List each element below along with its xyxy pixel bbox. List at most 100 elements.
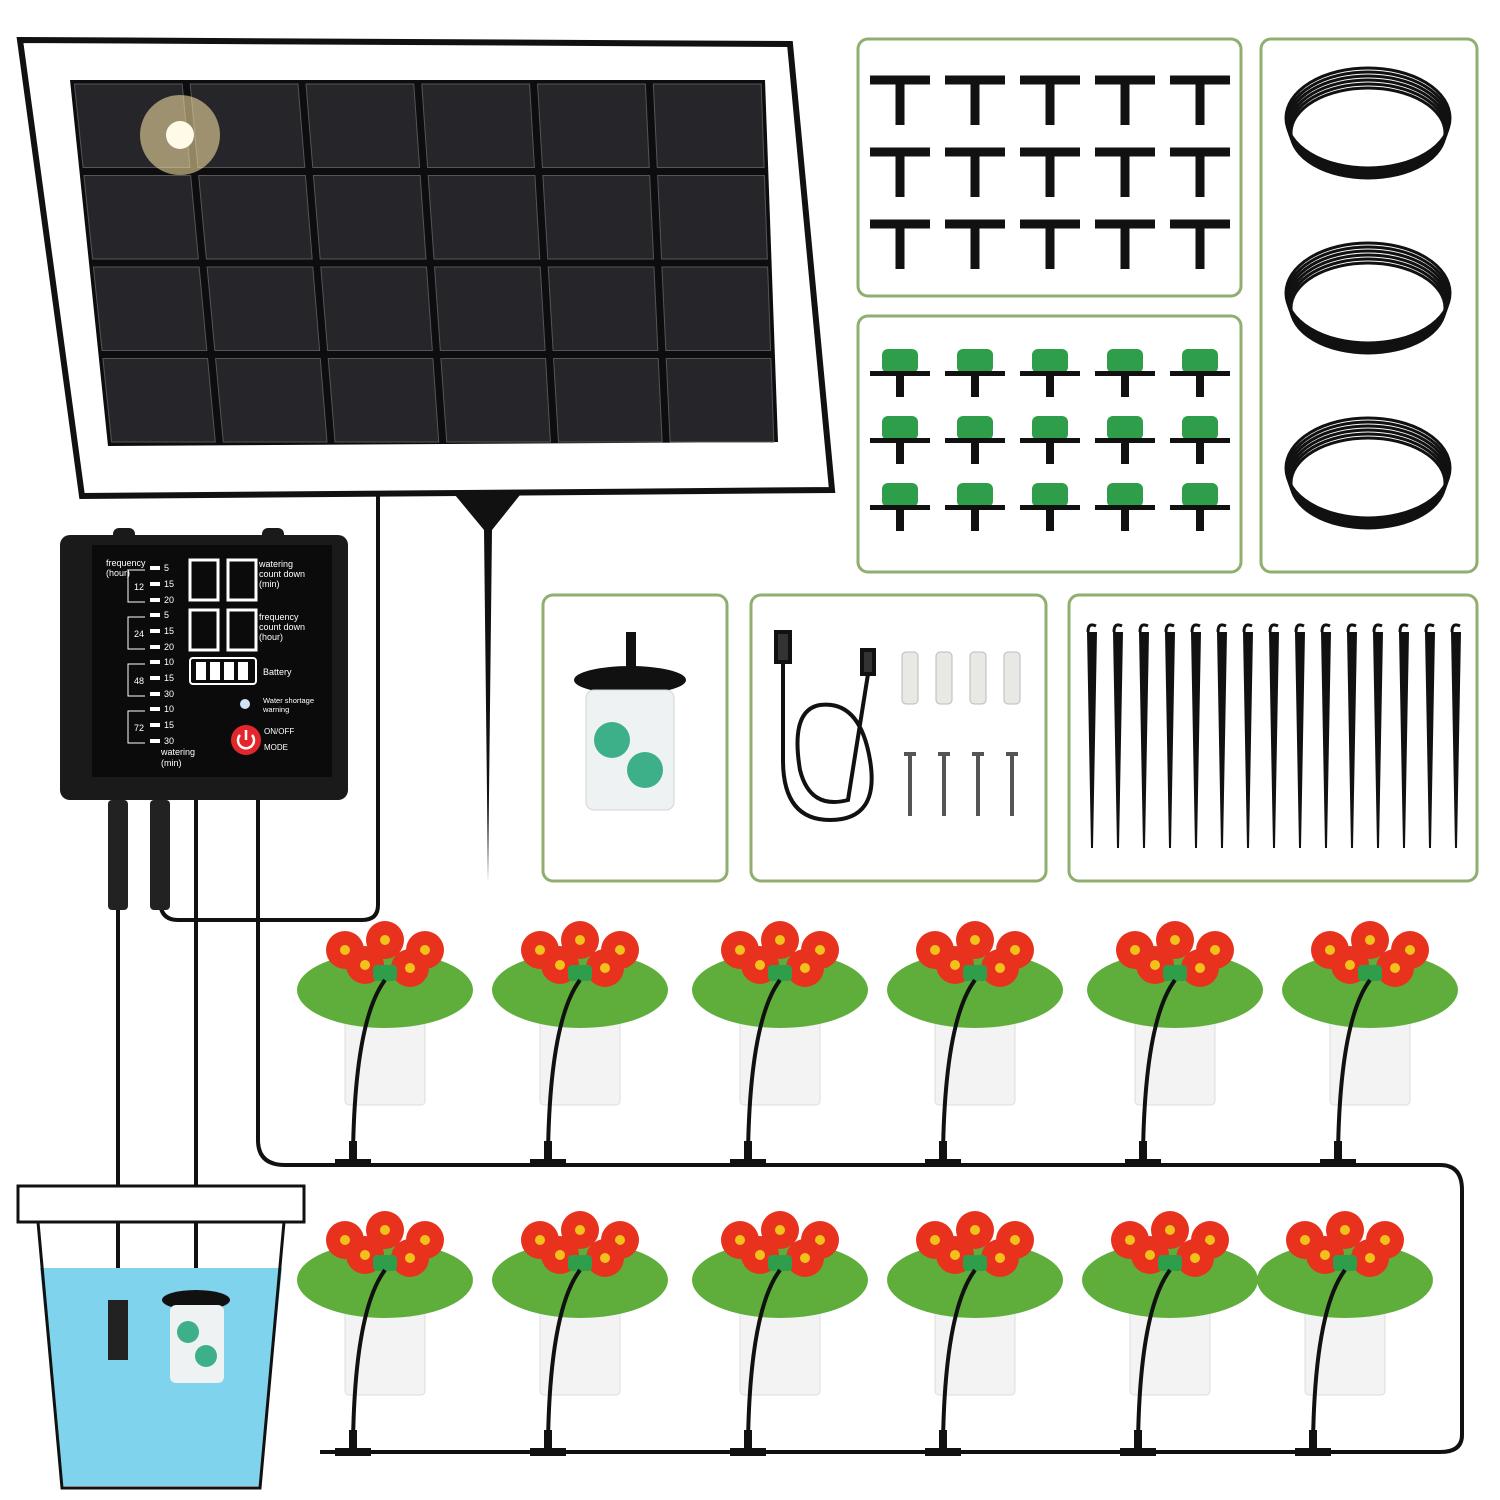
solar-cell — [433, 266, 546, 351]
dripper — [373, 965, 397, 981]
screw — [976, 754, 980, 816]
drip-tube — [1336, 978, 1372, 1154]
watering-minutes: 5 — [164, 610, 169, 620]
power-button[interactable] — [231, 725, 261, 755]
t-connector — [1020, 219, 1080, 269]
onoff-label: ON/OFF — [264, 727, 294, 736]
t-connector — [1020, 147, 1080, 197]
solar-cell — [320, 266, 433, 351]
leaves — [492, 1242, 668, 1318]
solar-cell — [312, 175, 427, 260]
watering-label: watering — [160, 747, 195, 757]
wall-anchor — [1003, 651, 1021, 705]
indicator-led — [150, 660, 160, 664]
potted-plant — [692, 921, 868, 1167]
dripper — [1020, 483, 1080, 531]
drip-tube — [746, 1268, 782, 1443]
dripper — [945, 349, 1005, 397]
indicator-led — [150, 566, 160, 570]
dripper — [1095, 416, 1155, 464]
potted-plant — [887, 921, 1063, 1167]
tubing-coil — [1284, 241, 1452, 355]
dripper — [768, 965, 792, 981]
indicator-led — [150, 645, 160, 649]
indicator-led — [150, 676, 160, 680]
t-connector — [1170, 219, 1230, 269]
t-connector — [870, 219, 930, 269]
frequency-unit: (hour) — [106, 568, 130, 578]
t-connector — [1095, 147, 1155, 197]
drip-tube — [1141, 978, 1177, 1154]
frequency-countdown-label: count down — [259, 622, 305, 632]
solar-cell — [92, 266, 208, 351]
wall-anchor — [969, 651, 987, 705]
dripper — [1158, 1255, 1182, 1271]
watering-countdown-label: watering — [258, 559, 293, 569]
t-connector — [1320, 1141, 1356, 1167]
watering-minutes: 10 — [164, 657, 174, 667]
potted-plant — [692, 1211, 868, 1456]
t-connector — [925, 1430, 961, 1456]
plant-stake — [1087, 632, 1097, 848]
drip-tube — [546, 1268, 582, 1443]
frequency-hours: 12 — [134, 582, 144, 592]
dripper — [963, 965, 987, 981]
battery-bar — [210, 662, 220, 680]
plant-stake — [1425, 632, 1435, 848]
wall-anchor — [901, 651, 919, 705]
watering-countdown-label: count down — [259, 569, 305, 579]
battery-bar — [238, 662, 248, 680]
usb-cable — [774, 630, 876, 823]
drip-tube — [1311, 1268, 1347, 1443]
frequency-label: frequency — [106, 558, 146, 568]
potted-plant — [297, 1211, 473, 1456]
dripper — [568, 1255, 592, 1271]
t-connector — [945, 219, 1005, 269]
watering-minutes: 20 — [164, 642, 174, 652]
leaves — [1282, 952, 1458, 1028]
watering-minutes: 15 — [164, 720, 174, 730]
t-connector — [1095, 75, 1155, 125]
dripper — [568, 965, 592, 981]
indicator-led — [150, 739, 160, 743]
water-bucket — [16, 1184, 306, 1490]
indicator-led — [150, 598, 160, 602]
t-connector — [1020, 75, 1080, 125]
frequency-countdown-label: (hour) — [259, 632, 283, 642]
leaves — [1257, 1242, 1433, 1318]
watering-minutes: 20 — [164, 595, 174, 605]
plant-stake — [1217, 632, 1227, 848]
watering-unit: (min) — [161, 758, 182, 768]
led-icon — [240, 699, 250, 709]
dripper — [373, 1255, 397, 1271]
t-connector — [925, 1141, 961, 1167]
t-connector — [870, 75, 930, 125]
watering-minutes: 5 — [164, 563, 169, 573]
plant-stake — [1269, 632, 1279, 848]
solar-cell — [657, 175, 768, 260]
solar-cell — [661, 266, 772, 351]
dripper — [870, 349, 930, 397]
plant-stake — [1165, 632, 1175, 848]
indicator-led — [150, 707, 160, 711]
potted-plant — [297, 921, 473, 1167]
solar-cell — [427, 175, 541, 260]
controller: frequency (hour) 12515202451520481015307… — [60, 528, 348, 910]
t-connector — [1095, 219, 1155, 269]
frequency-countdown-label: frequency — [259, 612, 299, 622]
drip-tube — [1136, 1268, 1172, 1443]
leaves — [1087, 952, 1263, 1028]
battery-label: Battery — [263, 667, 292, 677]
solar-cell — [102, 358, 216, 443]
dripper — [945, 483, 1005, 531]
battery-bar — [224, 662, 234, 680]
leaves — [887, 952, 1063, 1028]
solar-cell — [215, 358, 328, 443]
potted-plant — [887, 1211, 1063, 1456]
screw — [1010, 754, 1014, 816]
drip-tube — [941, 1268, 977, 1443]
watering-countdown-label: (min) — [259, 579, 280, 589]
leaves — [492, 952, 668, 1028]
dripper — [1163, 965, 1187, 981]
